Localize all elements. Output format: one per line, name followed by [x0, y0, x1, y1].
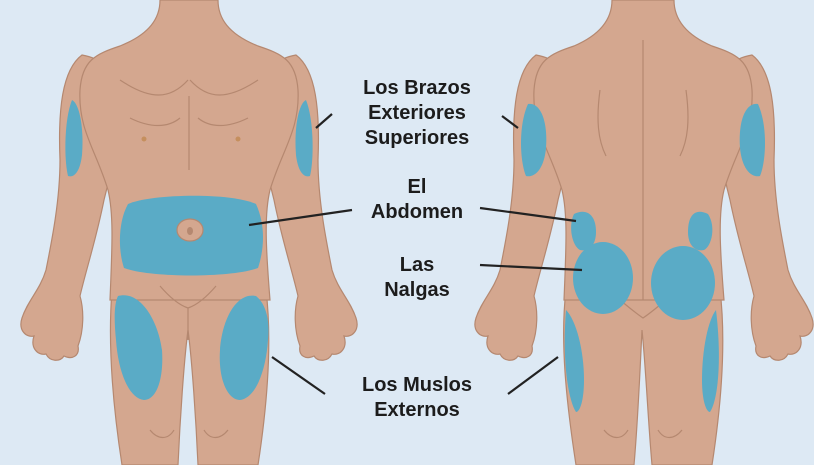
leader-lines	[248, 113, 583, 395]
arms-leader-front	[315, 113, 333, 129]
label-upper-arms-line-3: Superiores	[364, 127, 470, 149]
label-buttocks-line-1: Las	[399, 254, 435, 276]
label-upper-arms: Los Brazos Exteriores Superiores	[332, 76, 502, 151]
abdomen-leader-back	[479, 206, 577, 223]
label-abdomen-line-2: Abdomen	[370, 201, 464, 223]
label-outer-thighs: Los Muslos Externos	[332, 373, 502, 423]
label-abdomen-line-1: El	[407, 176, 427, 198]
thighs-leader-back	[507, 356, 559, 395]
front-body	[20, 0, 358, 465]
label-upper-arms-line-1: Los Brazos	[363, 77, 471, 99]
back-right-upper-arm-site	[739, 103, 765, 177]
abdomen-leader-front	[248, 208, 353, 227]
back-left-upper-arm-site	[521, 103, 547, 177]
buttocks-leader	[479, 263, 583, 272]
label-outer-thighs-line-1: Los Muslos	[361, 374, 472, 396]
front-right-thigh-site	[219, 295, 269, 400]
back-left-thigh-site	[564, 310, 584, 412]
back-right-thigh-site	[702, 310, 719, 412]
arms-leader-back	[501, 115, 519, 129]
front-right-upper-arm-site	[295, 100, 313, 177]
back-right-flank-site	[688, 211, 713, 251]
label-abdomen: El Abdomen	[352, 175, 482, 225]
right-buttock-site	[651, 246, 715, 320]
back-body	[474, 0, 814, 465]
front-left-thigh-site	[114, 295, 163, 400]
back-left-flank-site	[571, 211, 596, 251]
label-buttocks-line-2: Nalgas	[384, 279, 450, 301]
left-buttock-site	[573, 242, 633, 314]
back-legs	[563, 289, 724, 465]
front-left-upper-arm-site	[65, 100, 83, 177]
label-buttocks: Las Nalgas	[362, 253, 472, 303]
thighs-leader-front	[271, 356, 326, 395]
label-upper-arms-line-2: Exteriores	[368, 102, 466, 124]
label-outer-thighs-line-2: Externos	[374, 399, 460, 421]
